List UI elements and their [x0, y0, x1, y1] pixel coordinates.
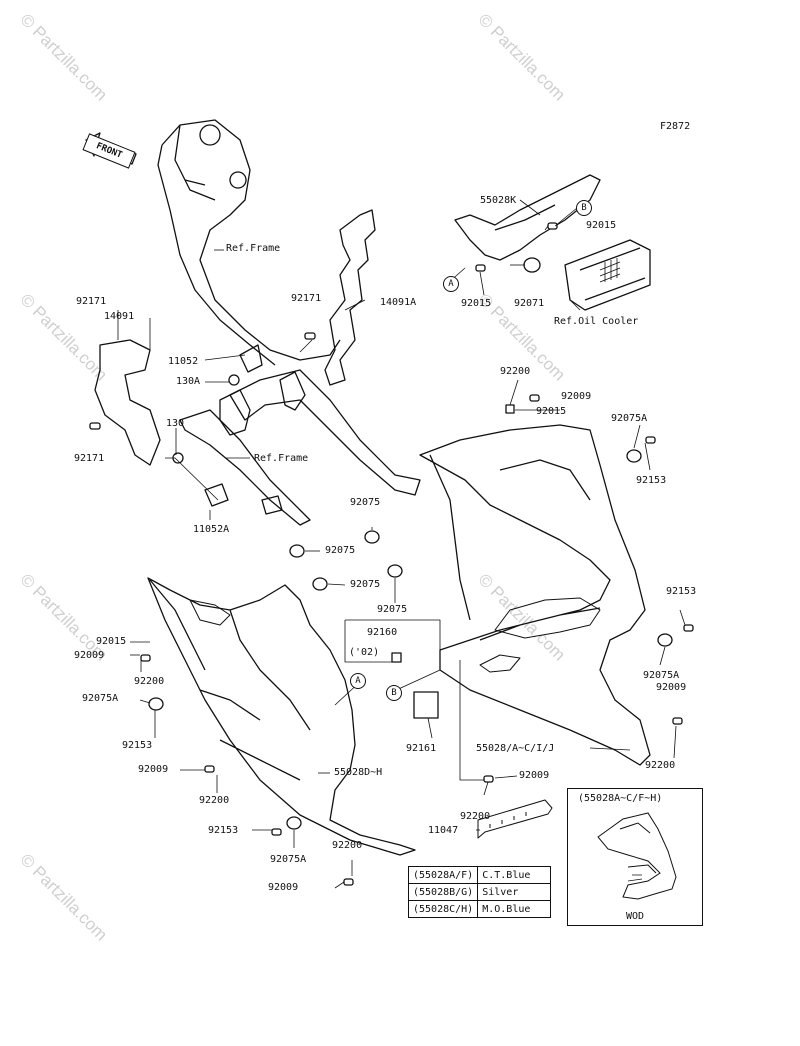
- table-row: (55028B/G) Silver: [407, 883, 552, 901]
- label-92009-bottom: 92009: [268, 882, 299, 893]
- label-55028dh: 55028D~H: [334, 767, 383, 778]
- cowl-upper: [419, 424, 651, 766]
- label-11052a: 11052A: [193, 524, 230, 535]
- oil-cooler: [564, 239, 651, 311]
- label-92015-mid: 92015: [536, 406, 567, 417]
- clamp-11052a: [204, 483, 283, 515]
- table-cell-parts: (55028B/G): [407, 883, 479, 901]
- label-92075a-left: 92075A: [82, 693, 119, 704]
- bolts: [89, 222, 694, 886]
- label-92009-left: 92009: [74, 650, 105, 661]
- bracket-14091a: [324, 209, 376, 386]
- label-92200-top: 92200: [500, 366, 531, 377]
- table-cell-color: M.O.Blue: [477, 900, 552, 918]
- label-92171-right: 92171: [291, 293, 322, 304]
- label-92200-center: 92200: [460, 811, 491, 822]
- table-cell-parts: (55028A/F): [407, 866, 479, 884]
- bracket-11047: [477, 799, 553, 839]
- frame-stay: [179, 369, 421, 526]
- inset-caption: WOD: [626, 911, 645, 922]
- label-92171-bottom-left: 92171: [74, 453, 105, 464]
- label-130: 130: [166, 418, 185, 429]
- label-92200-bottom: 92200: [332, 840, 363, 851]
- color-table: (55028A/F) C.T.Blue (55028B/G) Silver (5…: [407, 866, 552, 918]
- cowl-lower-vent: [189, 599, 231, 626]
- label-92009-bottom-left: 92009: [138, 764, 169, 775]
- inset-title: (55028A~C/F~H): [578, 793, 663, 804]
- label-92009-center: 92009: [519, 770, 550, 781]
- label-92160: 92160: [367, 627, 398, 638]
- label-92015-left: 92015: [96, 636, 127, 647]
- table-cell-parts: (55028C/H): [407, 900, 479, 918]
- oil-cooler-grid: [599, 258, 621, 283]
- label-92009-right-2: 92009: [656, 682, 687, 693]
- label-92200-right-2: 92200: [645, 760, 676, 771]
- label-ref-frame-mid: Ref.Frame: [254, 453, 309, 464]
- label-11047: 11047: [428, 825, 459, 836]
- label-92153-right: 92153: [636, 475, 667, 486]
- label-130a: 130A: [176, 376, 201, 387]
- cowl-lower: [147, 577, 416, 856]
- label-92075-4: 92075: [377, 604, 408, 615]
- label-92153-right-2: 92153: [666, 586, 697, 597]
- label-92171-left: 92171: [76, 296, 107, 307]
- label-92075a-right-2: 92075A: [643, 670, 680, 681]
- label-92075a-bottom: 92075A: [270, 854, 307, 865]
- label-92075-3: 92075: [350, 579, 381, 590]
- cowl-55028k: [454, 174, 601, 261]
- label-11052: 11052: [168, 356, 199, 367]
- table-row: (55028C/H) M.O.Blue: [407, 900, 552, 918]
- callout-a-upper: A: [443, 276, 459, 292]
- table-cell-color: C.T.Blue: [477, 866, 552, 884]
- label-92153-left: 92153: [122, 740, 153, 751]
- inset-view: (55028A~C/F~H) WOD: [567, 788, 703, 926]
- mount-bracket: [219, 344, 306, 436]
- label-02: ('02): [349, 647, 380, 658]
- label-92075-2: 92075: [325, 545, 356, 556]
- frame-main: [157, 119, 341, 366]
- label-55028k: 55028K: [480, 195, 517, 206]
- label-92015-a: 92015: [461, 298, 492, 309]
- leader-lines: [117, 199, 686, 889]
- callout-b-lower: B: [386, 685, 402, 701]
- bracket-14091: [94, 339, 161, 466]
- table-cell-color: Silver: [477, 883, 552, 901]
- callout-b-upper: B: [576, 200, 592, 216]
- label-92153-bottom: 92153: [208, 825, 239, 836]
- inset-cowl-drawing: [597, 812, 677, 900]
- label-92200-left: 92200: [134, 676, 165, 687]
- label-14091: 14091: [104, 311, 135, 322]
- label-92200-bottom-left: 92200: [199, 795, 230, 806]
- callout-a-lower: A: [350, 673, 366, 689]
- grommets: [148, 257, 673, 830]
- cowl-upper-inner: [479, 597, 601, 673]
- label-ref-oil-cooler: Ref.Oil Cooler: [554, 316, 639, 327]
- figure-code: F2872: [660, 121, 691, 132]
- label-ref-frame-top: Ref.Frame: [226, 243, 281, 254]
- label-14091a: 14091A: [380, 297, 417, 308]
- label-55028-acij: 55028/A~C/I/J: [476, 743, 555, 754]
- collars: [391, 404, 515, 719]
- label-92009-top: 92009: [561, 391, 592, 402]
- label-92075a-right: 92075A: [611, 413, 648, 424]
- label-92071: 92071: [514, 298, 545, 309]
- label-92075-1: 92075: [350, 497, 381, 508]
- label-92015-b: 92015: [586, 220, 617, 231]
- table-row: (55028A/F) C.T.Blue: [407, 866, 552, 884]
- label-92161: 92161: [406, 743, 437, 754]
